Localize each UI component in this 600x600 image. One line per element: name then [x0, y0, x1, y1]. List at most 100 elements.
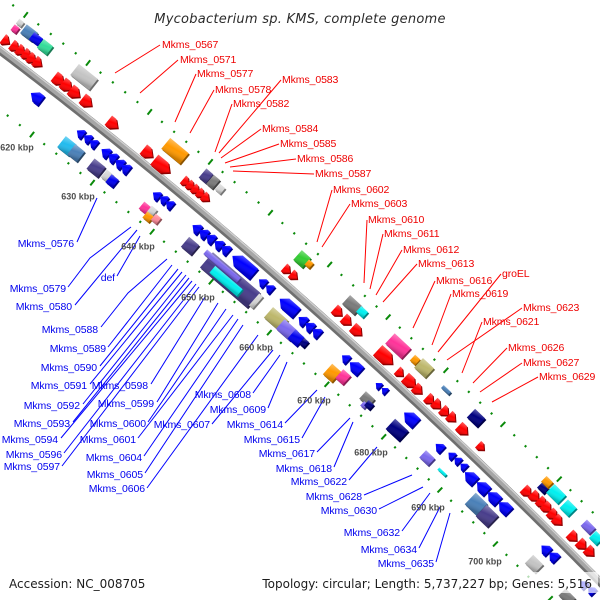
leader-lines-forward [114, 44, 539, 403]
minor-tick [304, 242, 308, 246]
leader-line-forward [220, 128, 262, 159]
gene-label-reverse: Mkms_0604 [86, 452, 143, 464]
forward-gene-arrow [179, 175, 191, 187]
feature-box-pink-highlight [10, 24, 20, 34]
minor-tick [302, 362, 306, 366]
minor-tick [221, 290, 225, 294]
forward-gene-arrow-highlight [539, 500, 551, 512]
leader-line-forward [437, 273, 502, 353]
gene-label-forward: Mkms_0586 [297, 153, 354, 165]
gene-label-forward: Mkms_0613 [418, 258, 475, 270]
major-tick [442, 367, 449, 374]
gene-label-reverse: Mkms_0593 [14, 418, 71, 430]
reverse-gene-arrow [232, 255, 260, 281]
minor-tick [393, 445, 397, 449]
minor-tick [512, 433, 516, 437]
forward-gene-arrow-highlight [348, 322, 362, 336]
minor-tick [49, 32, 53, 36]
forward-gene-arrow-highlight [410, 382, 422, 394]
gene-label-reverse: Mkms_0618 [276, 463, 333, 475]
reverse-gene-arrow-highlight [206, 234, 217, 246]
major-tick [556, 476, 563, 483]
reverse-gene-arrow-highlight [448, 452, 457, 461]
forward-gene-arrow-highlight [339, 313, 351, 325]
major-tick [207, 158, 214, 166]
leader-line-forward [461, 321, 483, 374]
minor-tick [432, 358, 436, 362]
gene-labels-forward: Mkms_0567Mkms_0571Mkms_0577Mkms_0578Mkms… [162, 39, 596, 383]
feature-box-navy-highlight [466, 408, 486, 428]
major-tick [499, 421, 506, 428]
reverse-gene-arrow [199, 229, 212, 242]
minor-tick [233, 180, 237, 184]
reverse-gene-arrow-highlight [232, 255, 259, 280]
minor-tick [174, 250, 178, 254]
leader-line-forward [218, 79, 282, 154]
feature-box-cyan-highlight [355, 306, 369, 318]
forward-gene-arrow-highlight [31, 55, 42, 67]
feature-box-orange-highlight [322, 363, 342, 383]
reverse-gene-arrow [108, 153, 121, 166]
gene-label-reverse: Mkms_0596 [6, 449, 63, 461]
forward-gene-arrow-highlight [280, 263, 291, 273]
leader-line-forward [375, 249, 403, 296]
gene-label-reverse: Mkms_0609 [210, 404, 267, 416]
reverse-gene-arrow-highlight [83, 135, 94, 145]
feature-box-slate-highlight [180, 236, 200, 256]
major-tick [385, 313, 392, 321]
gene-labels-reverse: Mkms_0576Mkms_0579defMkms_0580Mkms_0588M… [2, 238, 435, 570]
minor-tick [162, 240, 166, 244]
feature-box-cyan [355, 306, 370, 320]
gene-label-reverse: Mkms_0594 [2, 434, 59, 446]
feature-box-navy [364, 400, 376, 412]
feature-box-orange-highlight [161, 137, 189, 165]
reverse-gene-arrow [476, 482, 493, 498]
major-tick [146, 108, 153, 116]
reverse-gene-arrow-highlight [298, 316, 310, 328]
gene-label-reverse: Mkms_0628 [306, 491, 363, 503]
feature-box-steel-blue-highlight [440, 385, 452, 395]
forward-gene-arrow [372, 345, 394, 366]
major-tick [492, 540, 499, 548]
genome-backbone [0, 45, 600, 588]
leader-line-reverse [99, 268, 179, 367]
minor-tick [111, 80, 115, 84]
leader-line-reverse [63, 283, 197, 454]
reverse-gene-arrow-highlight [258, 279, 269, 289]
minor-tick [66, 161, 70, 165]
leader-line-forward [321, 203, 351, 248]
forward-gene-arrow-highlight [25, 51, 36, 63]
reverse-gene-arrow [214, 240, 227, 253]
leader-line-reverse [284, 389, 318, 424]
major-tick [85, 59, 92, 67]
gene-label-reverse: Mkms_0614 [227, 419, 284, 431]
leader-line-forward [232, 170, 315, 175]
forward-gene-arrow [565, 529, 578, 543]
minor-tick [245, 190, 249, 194]
reverse-gene-arrow [221, 245, 234, 258]
reverse-gene-arrow [404, 412, 422, 430]
forward-gene-arrow [474, 440, 486, 452]
gene-label-reverse: Mkms_0632 [344, 527, 401, 539]
scale-label: 660 kbp [239, 343, 273, 353]
forward-strand-track [0, 34, 595, 558]
feature-box-orange [161, 137, 190, 166]
forward-gene-arrow [339, 313, 352, 326]
major-tick [22, 11, 29, 19]
forward-gene-arrow-highlight [330, 304, 342, 316]
backbone-highlight [0, 45, 600, 579]
footer-backdrop [253, 572, 598, 593]
tick-track-inner [6, 114, 554, 600]
feature-box-khaki [414, 358, 436, 380]
reverse-gene-arrow-highlight [460, 463, 469, 472]
feature-box-light-gray-highlight [100, 169, 114, 183]
leader-line-forward [229, 158, 297, 168]
forward-gene-arrow-highlight [550, 513, 562, 525]
feature-box-cyan-highlight [559, 499, 577, 517]
feature-box-steel-blue-highlight [464, 492, 488, 516]
feature-box-cyan [546, 484, 568, 506]
reverse-gene-arrow-highlight [108, 153, 119, 165]
forward-gene-arrow [139, 144, 154, 159]
